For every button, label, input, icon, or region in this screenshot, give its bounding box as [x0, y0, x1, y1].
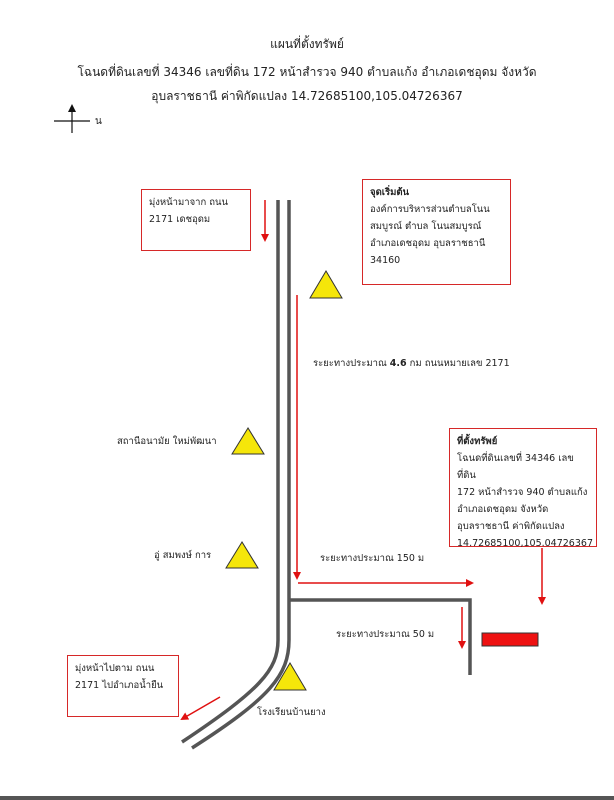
north-arrow-icon — [54, 104, 90, 133]
distance-main-prefix: ระยะทางประมาณ — [313, 358, 387, 369]
property-box: ที่ตั้งทรัพย์ โฉนดที่ดินเลขที่ 34346 เลข… — [449, 428, 597, 549]
map-title: แผนที่ตั้งทรัพย์ — [270, 37, 344, 51]
start-point-box: จุดเริ่มต้น องค์การบริหารส่วนตำบลโนน สมบ… — [362, 179, 511, 285]
distance-main-label: ระยะทางประมาณ 4.6 กม ถนนหมายเลข 2171 — [313, 356, 510, 371]
start-line3: อำเภอเดชอุดม อุบลราชธานี — [370, 238, 486, 249]
landmark-health-icon — [231, 427, 265, 455]
from-line2: 2171 เดชอุดม — [149, 214, 211, 225]
property-line5: 14.72685100,105.04726367 — [457, 538, 593, 549]
distance-east-label: ระยะทางประมาณ 150 ม — [320, 553, 425, 564]
distance-main-suffix: กม ถนนหมายเลข 2171 — [409, 358, 510, 369]
north-label: น — [95, 116, 102, 127]
landmark-garage-label: อู่ สมพงษ์ การ — [154, 550, 212, 561]
property-title: ที่ตั้งทรัพย์ — [457, 436, 498, 447]
landmark-school-label: โรงเรียนบ้านยาง — [257, 707, 326, 718]
landmark-triangle-icon — [309, 270, 343, 299]
start-title: จุดเริ่มต้น — [370, 187, 410, 198]
start-line1: องค์การบริหารส่วนตำบลโนน — [370, 204, 490, 215]
arrow-to — [180, 696, 221, 721]
property-line2: 172 หน้าสำรวจ 940 ตำบลแก้ง — [457, 487, 588, 498]
side-road — [289, 598, 472, 675]
distance-main-value: 4.6 — [389, 358, 407, 369]
property-marker — [481, 632, 539, 647]
property-line4: อุบลราชธานี ค่าพิกัดแปลง — [457, 521, 565, 532]
bottom-border — [0, 796, 614, 800]
title-deed-line: โฉนดที่ดินเลขที่ 34346 เลขที่ดิน 172 หน้… — [77, 65, 537, 79]
distance-side-label: ระยะทางประมาณ 50 ม — [336, 629, 435, 640]
landmark-health-label: สถานีอนามัย ใหม่พัฒนา — [117, 436, 217, 447]
landmark-garage-icon — [225, 541, 259, 569]
direction-arrows — [180, 200, 546, 721]
property-line3: อำเภอเดชอุดม จังหวัด — [457, 504, 549, 515]
from-line1: มุ่งหน้ามาจาก ถนน — [149, 197, 229, 208]
title-coordinates-line: อุบลราชธานี ค่าพิกัดแปลง 14.72685100,105… — [151, 89, 463, 103]
property-line1: โฉนดที่ดินเลขที่ 34346 เลขที่ดิน — [457, 453, 574, 481]
landmark-school-icon — [273, 662, 307, 691]
to-line2: 2171 ไปอำเภอน้ำยืน — [75, 680, 164, 691]
start-line4: 34160 — [370, 255, 401, 266]
from-direction-box: มุ่งหน้ามาจาก ถนน 2171 เดชอุดม — [141, 189, 251, 251]
to-line1: มุ่งหน้าไปตาม ถนน — [75, 663, 155, 674]
to-direction-box: มุ่งหน้าไปตาม ถนน 2171 ไปอำเภอน้ำยืน — [67, 655, 179, 717]
main-road — [181, 200, 291, 750]
start-line2: สมบูรณ์ ตำบล โนนสมบูรณ์ — [370, 221, 482, 232]
